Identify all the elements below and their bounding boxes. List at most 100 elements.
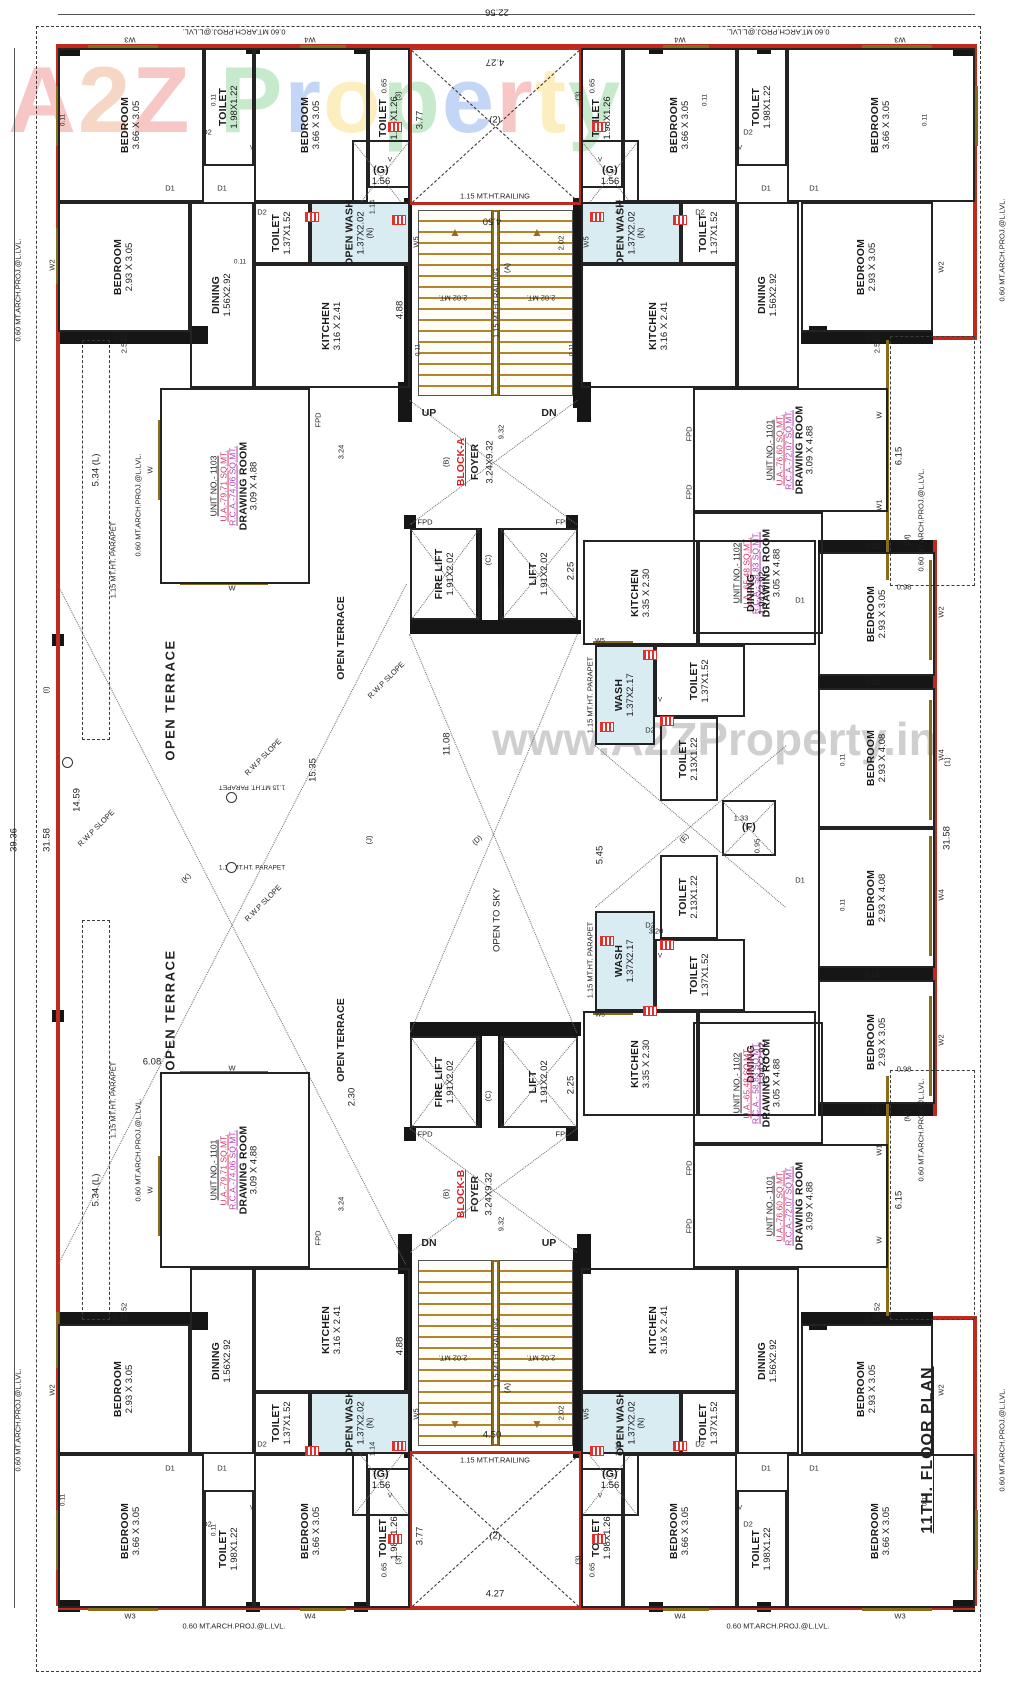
label-open-terrace: OPEN TERRACE bbox=[335, 998, 347, 1082]
label-0-95: 0.95 bbox=[752, 838, 762, 854]
label-w2: W2 bbox=[47, 259, 57, 271]
label-1-15-mt-ht-railing: 1.15 MT.HT.RAILING bbox=[491, 267, 501, 339]
label-1-14: 1.14 bbox=[613, 1441, 623, 1457]
nt-vent-mark bbox=[305, 1446, 319, 1456]
label-0-11: 0.11 bbox=[568, 343, 576, 357]
label-w: W bbox=[145, 466, 155, 474]
room-name: FIRE LIFT bbox=[432, 548, 445, 600]
rwp-outlet bbox=[226, 792, 237, 803]
label-d2: D2 bbox=[645, 725, 655, 735]
outer-wall-segment bbox=[58, 1606, 975, 1610]
room-dimensions: 3.16 X 2.41 bbox=[658, 301, 670, 351]
label-d2: D2 bbox=[257, 207, 267, 217]
label-v: V bbox=[597, 1492, 603, 1500]
label-3-77: 3.77 bbox=[414, 1526, 426, 1546]
room-name: BEDROOM bbox=[298, 96, 311, 154]
label-1-15-mt-ht-parapet: 1.15 MT.HT. PARAPET bbox=[585, 656, 595, 734]
label-v: V bbox=[387, 1492, 393, 1500]
label-5-34-l: 5.34 (L) bbox=[90, 453, 102, 487]
label-w5: W5 bbox=[581, 1408, 591, 1420]
room-dimensions: 2.93 X 3.05 bbox=[123, 1364, 135, 1414]
room-label: (G)1.56 bbox=[372, 1468, 391, 1491]
window-strip bbox=[593, 1012, 633, 1015]
wall-segment bbox=[573, 1248, 581, 1458]
label-a: (A) bbox=[502, 263, 512, 273]
label-4-72: 4.72 bbox=[496, 1051, 506, 1067]
watermark-logo: A2Z Property bbox=[8, 46, 622, 154]
label-d1: D1 bbox=[165, 1463, 175, 1473]
watermark-letter: y bbox=[568, 47, 623, 152]
wall-segment bbox=[801, 1312, 933, 1324]
label-w4: W4 bbox=[674, 1611, 686, 1621]
unit-info: R.C.A.-72.07 SQ.MT. bbox=[783, 1166, 794, 1246]
label-0-11: 0.11 bbox=[210, 93, 218, 107]
label-v: V bbox=[737, 1504, 743, 1512]
label-4-27: 4.27 bbox=[485, 56, 505, 68]
court-e bbox=[594, 745, 790, 911]
dimension-line bbox=[14, 48, 15, 1608]
label-w: W bbox=[228, 1063, 236, 1073]
room-name: (G) bbox=[602, 163, 618, 176]
label-0-11: 0.11 bbox=[414, 343, 422, 357]
room-dimensions: 1.37X2.17 bbox=[624, 939, 636, 983]
wall-segment bbox=[801, 332, 933, 344]
label-2-30: 2.30 bbox=[346, 1087, 358, 1107]
label-fpd: FPD bbox=[684, 1160, 694, 1176]
label-w1: W1 bbox=[874, 1144, 884, 1156]
label-31-58: 31.58 bbox=[941, 826, 953, 850]
watermark-letter: P bbox=[219, 47, 285, 152]
label-foyer: FOYER bbox=[469, 443, 481, 481]
label-up: UP bbox=[421, 407, 437, 419]
label-: ▲ bbox=[449, 225, 461, 239]
label-v: V bbox=[387, 156, 393, 164]
label-6-15: 6.15 bbox=[893, 1190, 905, 1210]
room-dimensions: 3.66 X 3.05 bbox=[310, 1506, 322, 1556]
window-strip bbox=[975, 1510, 978, 1570]
label-1-15-mt-ht-parapet: 1.15 MT.HT. PARAPET bbox=[108, 521, 118, 599]
room-dimensions: 1.56X2.92 bbox=[767, 1339, 779, 1383]
label-2-25: 2.25 bbox=[565, 1075, 577, 1095]
label-4-88: 4.88 bbox=[394, 300, 406, 320]
label-0-65: 0.65 bbox=[379, 1562, 389, 1578]
label-2-02-mt: 2.02 MT. bbox=[526, 1353, 556, 1363]
label-0-11: 0.11 bbox=[701, 93, 709, 107]
room-name: TOILET bbox=[749, 1529, 762, 1569]
room-name: OPEN WASH bbox=[343, 200, 356, 266]
room-name: TOILET bbox=[696, 213, 709, 253]
window-strip bbox=[929, 700, 932, 820]
room-dimensions: 1.37X1.52 bbox=[281, 211, 293, 255]
stair-flight bbox=[418, 210, 492, 396]
room-dimensions: 1.56 bbox=[371, 175, 391, 187]
window-strip bbox=[88, 1608, 158, 1611]
label-w5: W5 bbox=[411, 1408, 421, 1420]
label-d2: D2 bbox=[645, 920, 655, 930]
label-0-60-mt-arch-proj-l-lvl: 0.60 MT.ARCH.PROJ.@L.LVL. bbox=[133, 453, 143, 557]
label-w5: W5 bbox=[581, 236, 591, 248]
label-block-a: BLOCK-A bbox=[455, 437, 467, 487]
label-3-24: 3.24 bbox=[336, 444, 346, 460]
room-name: BEDROOM bbox=[111, 238, 124, 296]
label-up: UP bbox=[541, 1237, 557, 1249]
label-9-32: 9.32 bbox=[496, 1216, 506, 1232]
label-0-23: 0.23 bbox=[112, 1313, 128, 1323]
label-1-15-mt-ht-parapet: 1.15 MT.HT. PARAPET bbox=[585, 921, 595, 999]
